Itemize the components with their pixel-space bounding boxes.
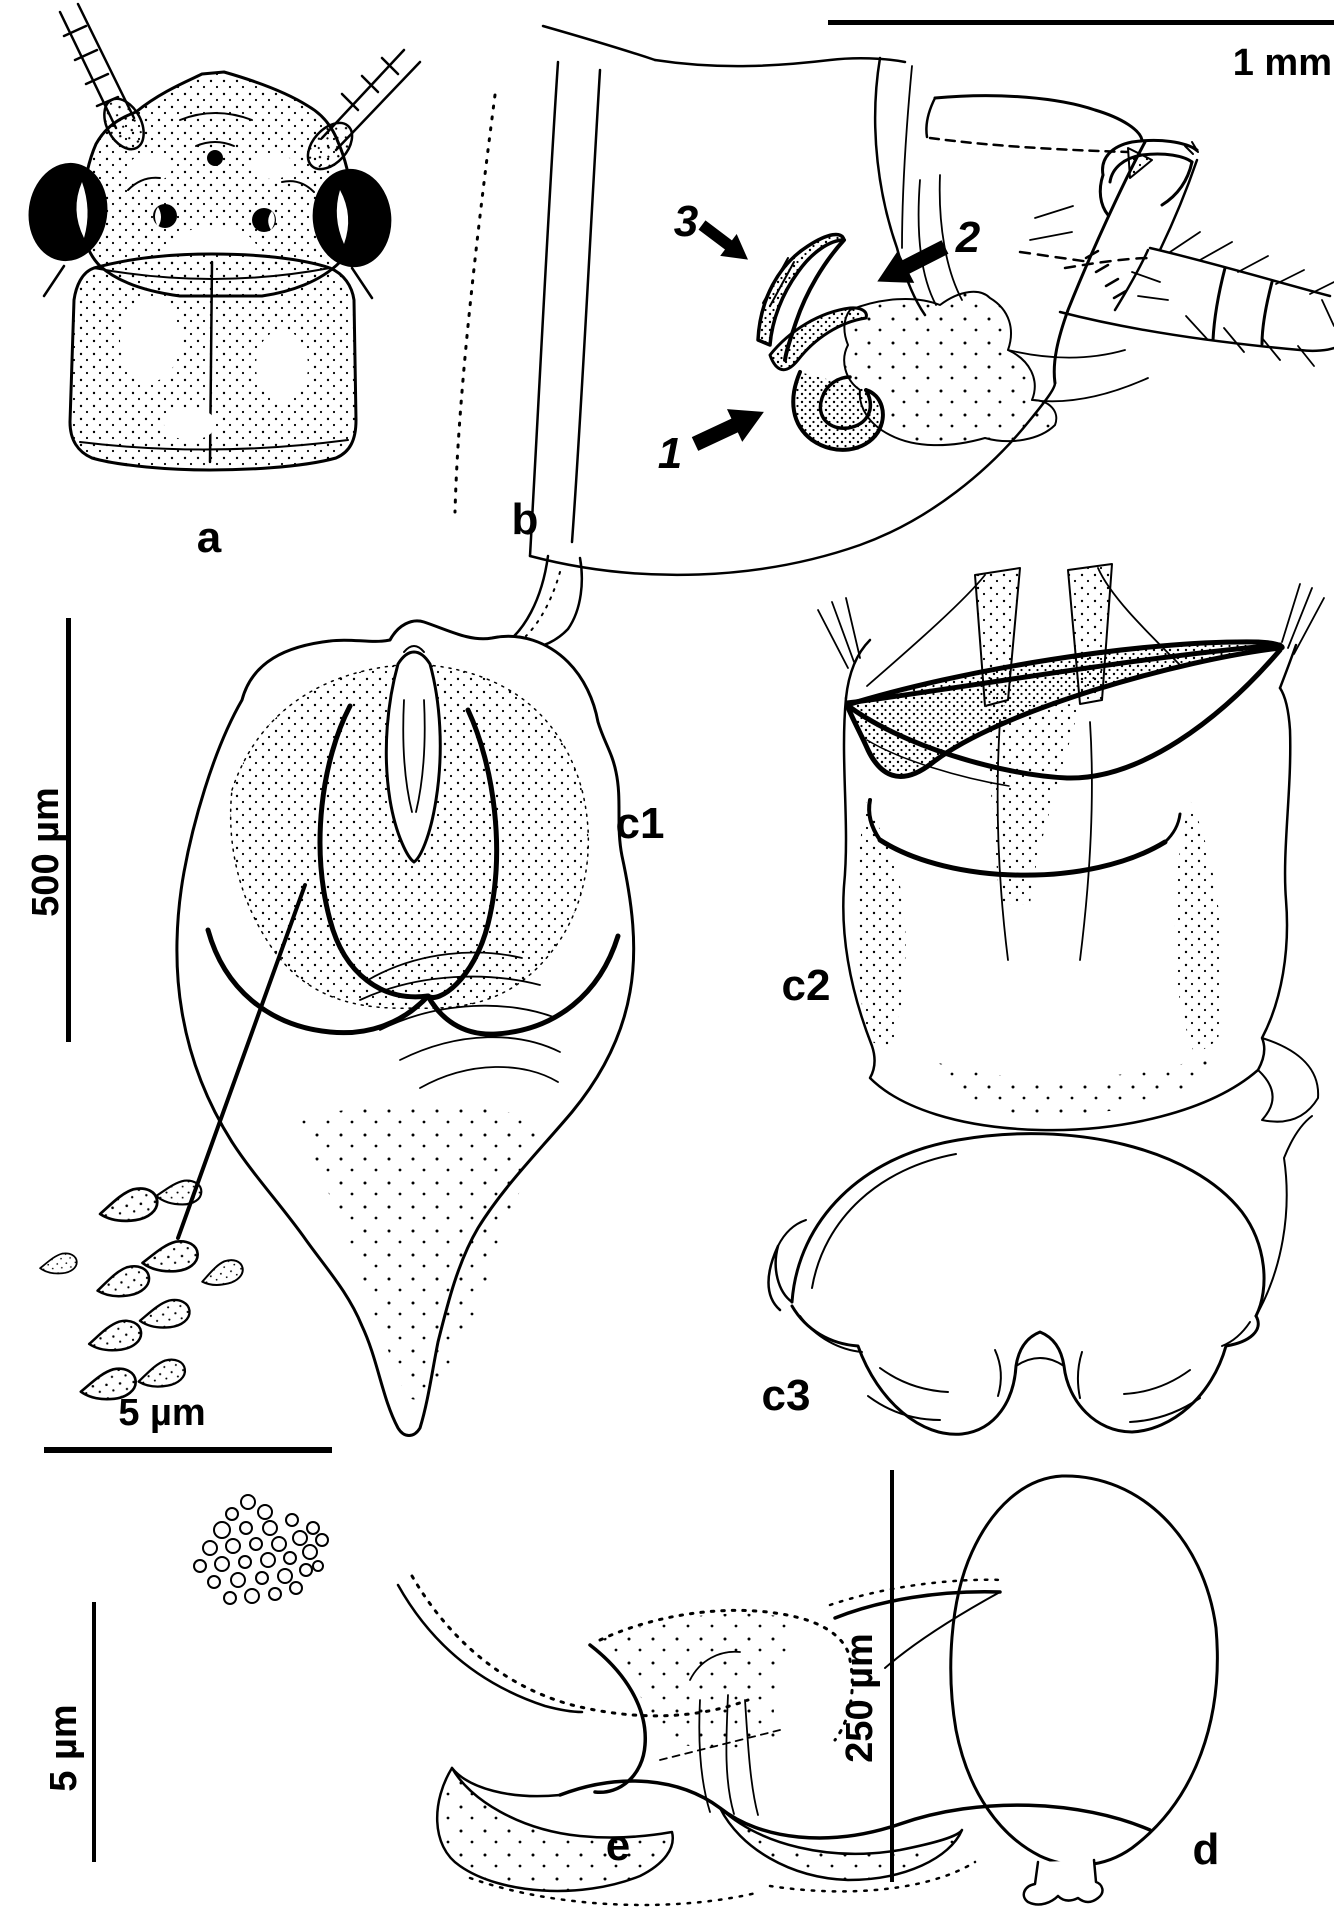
c2-corner-setae <box>817 583 1325 669</box>
scale-bar-d-line <box>890 1470 894 1882</box>
c2-dark-band-upper <box>844 639 1285 779</box>
panel-label-c2: c2 <box>781 961 831 1010</box>
panel-label-b: b <box>511 495 539 544</box>
callout-1: 1 <box>657 429 683 478</box>
c2-bottom-lobe-dots <box>930 1055 1215 1116</box>
compound-eye-left <box>28 162 108 262</box>
callout-2: 2 <box>955 213 981 262</box>
panel-label-c3: c3 <box>761 1371 811 1420</box>
e-left-lobe <box>435 1766 674 1893</box>
panel-a-drawing <box>28 2 422 472</box>
panel-d-drawing <box>949 1474 1219 1906</box>
scale-label-5um-e: 5 µm <box>43 1704 85 1792</box>
scale-label-500um: 500 µm <box>25 787 67 917</box>
c3-dome <box>790 1132 1266 1318</box>
c1-pointer-line <box>176 883 307 1240</box>
cercus <box>1058 231 1334 367</box>
epiproct-hook <box>1098 138 1199 217</box>
e-right-lobe <box>718 1806 964 1882</box>
c1-sparse-field <box>300 1105 540 1400</box>
scale-bar-b-line <box>828 20 1334 25</box>
c1-central-tongue <box>384 650 442 864</box>
pore-cluster <box>193 1494 329 1605</box>
ocelli <box>153 150 276 232</box>
callout-3: 3 <box>673 197 699 246</box>
panel-c2-drawing <box>817 563 1325 1132</box>
pronotum <box>42 252 374 472</box>
panel-label-e: e <box>605 1821 631 1870</box>
egg-collar <box>1022 1858 1104 1906</box>
panel-b-drawing <box>453 24 1334 651</box>
c1-hair-tuft <box>359 951 561 1089</box>
compound-eye-right <box>312 168 392 268</box>
scale-label-5um-inset: 5 µm <box>118 1392 206 1434</box>
cercus-hairs <box>1131 231 1334 367</box>
scale-bar-c1-line <box>66 618 71 1042</box>
c2-outline <box>842 686 1292 1132</box>
panel-label-a: a <box>196 513 222 562</box>
supra-anal-plate <box>925 94 1199 385</box>
panel-label-c1: c1 <box>615 799 665 848</box>
c1-microtrichia-inset <box>38 1179 247 1404</box>
panel-c1-drawing <box>38 619 636 1437</box>
genitalia-complex <box>756 232 1149 452</box>
scale-bar-e-line <box>92 1602 96 1862</box>
scale-label-250um: 250 µm <box>839 1633 881 1763</box>
panel-c3-drawing <box>767 1115 1313 1436</box>
c3-inner-folds <box>867 1349 1201 1423</box>
c3-scalloped-edge <box>790 1304 1260 1436</box>
posterior-band <box>528 60 560 558</box>
arrow-1 <box>686 394 773 462</box>
panel-e-drawing <box>193 1494 1152 1907</box>
membranous-lobe <box>843 290 1058 447</box>
panel-label-d: d <box>1192 1825 1220 1874</box>
scale-label-1mm: 1 mm <box>1232 42 1332 84</box>
scale-bar-c1-inset-line <box>44 1447 332 1453</box>
